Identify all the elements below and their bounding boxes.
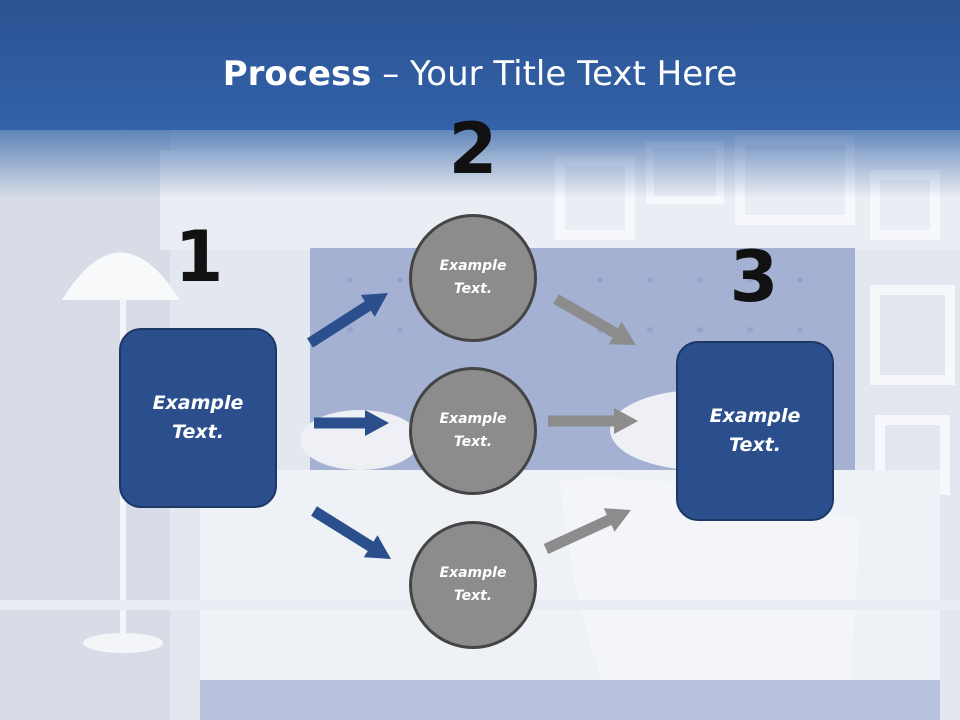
step-number-3: 3 <box>729 236 779 318</box>
arrow-bottom-circle-to-right <box>543 508 631 554</box>
process-circle-middle: Example Text. <box>409 367 537 495</box>
left-process-box: Example Text. <box>119 328 277 508</box>
step-number-2: 2 <box>448 108 498 190</box>
arrow-middle-circle-to-right <box>548 408 638 434</box>
title-rest: – Your Title Text Here <box>371 54 738 94</box>
slide-title: Process – Your Title Text Here <box>0 52 960 96</box>
arrow-left-to-top-circle <box>307 293 388 348</box>
step-number-1: 1 <box>174 216 224 298</box>
arrow-top-circle-to-right <box>553 294 636 345</box>
arrow-left-to-bottom-circle <box>311 506 391 559</box>
arrow-left-to-middle-circle <box>314 410 389 436</box>
right-process-box: Example Text. <box>676 341 834 521</box>
process-circle-top: Example Text. <box>409 214 537 342</box>
title-bold: Process <box>222 54 372 94</box>
header-band <box>0 0 960 130</box>
header-fade <box>0 128 960 198</box>
process-circle-bottom: Example Text. <box>409 521 537 649</box>
